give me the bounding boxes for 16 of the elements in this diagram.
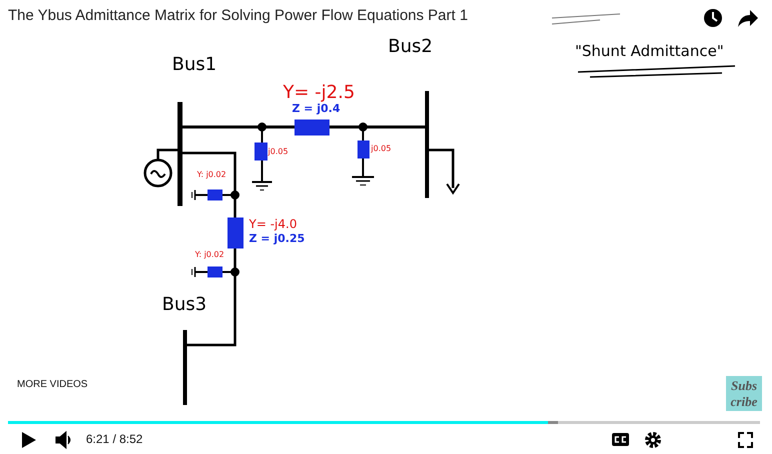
video-time: 6:21 / 8:52: [86, 433, 143, 445]
admittance-label: j0.05: [371, 145, 392, 153]
admittance-label: j0.05: [268, 148, 288, 156]
admittance-label: Y= -j2.5: [283, 84, 355, 102]
handwritten-note: "Shunt Admittance": [575, 44, 724, 59]
impedance-label: Z = j0.4: [292, 103, 340, 114]
bus-label: Bus1: [172, 56, 217, 74]
video-title: The Ybus Admittance Matrix for Solving Power Flow Equations Part 1: [8, 8, 468, 23]
admittance-label: Y: j0.02: [195, 251, 224, 259]
bus-label: Bus3: [162, 296, 207, 314]
more-videos-link: MORE VIDEOS: [17, 380, 88, 390]
admittance-label: Y= -j4.0: [249, 218, 297, 230]
admittance-label: Y: j0.02: [197, 171, 226, 179]
impedance-label: Z = j0.25: [249, 233, 305, 244]
subscribe-button: Subs cribe: [726, 376, 762, 411]
bus-label: Bus2: [388, 38, 433, 56]
